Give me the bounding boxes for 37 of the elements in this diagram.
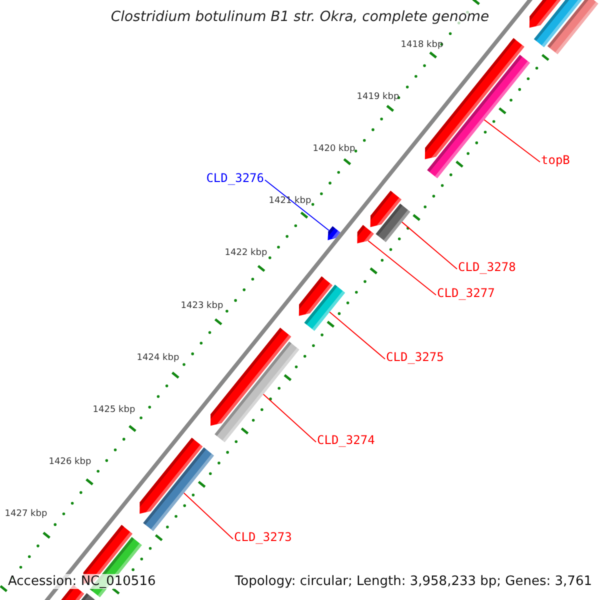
gene-label: CLD_3278 [458,260,516,274]
leader-line [183,492,234,540]
gene-bar [143,447,214,532]
gene-label: CLD_3273 [234,530,292,544]
scale-label: 1418 kbp [400,40,444,50]
scale-label: 1426 kbp [48,456,92,467]
scale-label: 1420 kbp [312,144,356,154]
scale-label: 1423 kbp [180,300,224,310]
gene-label: CLD_3275 [386,350,444,364]
gene-label: CLD_3277 [437,286,495,300]
leader-line [401,222,458,270]
gene-bar [376,204,410,242]
accession-text: Accession: NC_010516 [6,574,158,589]
gene-bar [214,342,300,442]
gene-label: topB [541,153,570,167]
gene-bar [547,0,598,54]
gene-bar [427,54,530,178]
scale-label: 1421 kbp [268,196,312,206]
gene-label: CLD_3276 [206,171,264,185]
scale-label: 1424 kbp [136,352,180,363]
scale-label: 1419 kbp [356,92,400,102]
gene-feature [328,226,340,240]
gene-bar [534,0,582,48]
genome-info-text: Topology: circular; Length: 3,958,233 bp; Genes: 3,761 [232,574,594,589]
gene-bar [81,593,96,600]
diagram-title: Clostridium botulinum B1 str. Okra, complete genome [110,9,490,25]
leader-line [329,311,386,360]
gene-feature [357,225,374,244]
leader-line [484,119,540,162]
scale-label: 1427 kbp [4,508,48,519]
scale-label: 1422 kbp [224,248,268,258]
gene-label: CLD_3274 [317,433,375,447]
leader-line [264,180,330,232]
gene-bar [304,284,346,331]
leader-line [368,240,436,296]
scale-label: 1425 kbp [92,404,136,415]
leader-line [262,394,316,442]
